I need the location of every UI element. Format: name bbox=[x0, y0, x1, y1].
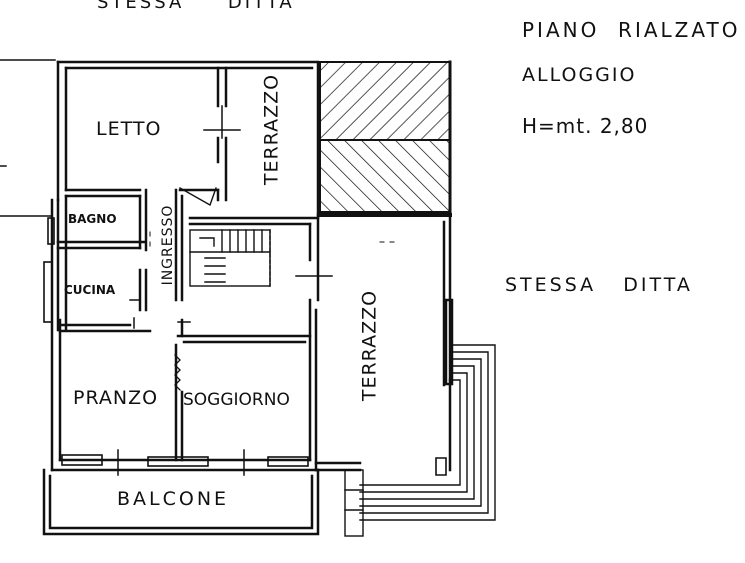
door-mark bbox=[117, 105, 333, 476]
height-label: H=mt. 2,80 bbox=[522, 114, 649, 138]
dashed-guide bbox=[149, 231, 401, 251]
room-cucina: CUCINA bbox=[64, 283, 116, 297]
exterior-wall bbox=[50, 60, 320, 472]
room-pranzo: PRANZO bbox=[73, 387, 159, 409]
boundary-line bbox=[0, 59, 56, 217]
room-soggiorno: SOGGIORNO bbox=[183, 390, 290, 410]
interior-wall bbox=[56, 66, 320, 472]
room-terrazzo-top: TERRAZZO bbox=[260, 73, 283, 186]
external-steps bbox=[344, 344, 496, 537]
unit-type: ALLOGGIO bbox=[522, 64, 637, 86]
window bbox=[43, 217, 309, 467]
balcony-outline bbox=[42, 468, 320, 536]
room-ingresso: INGRESSO bbox=[160, 204, 176, 286]
top-neighbor-label: STESSA DITTA bbox=[97, 0, 295, 13]
right-neighbor-label: STESSA DITTA bbox=[505, 274, 693, 296]
hatched-area bbox=[318, 60, 452, 217]
room-terrazzo-right: TERRAZZO bbox=[358, 289, 381, 402]
room-bagno: BAGNO bbox=[68, 212, 117, 226]
floor-title: PIANO RIALZATO bbox=[522, 18, 741, 42]
staircase bbox=[179, 187, 271, 287]
room-letto: LETTO bbox=[96, 118, 162, 140]
terrace-outline bbox=[314, 213, 454, 476]
room-balcone: BALCONE bbox=[117, 488, 230, 510]
